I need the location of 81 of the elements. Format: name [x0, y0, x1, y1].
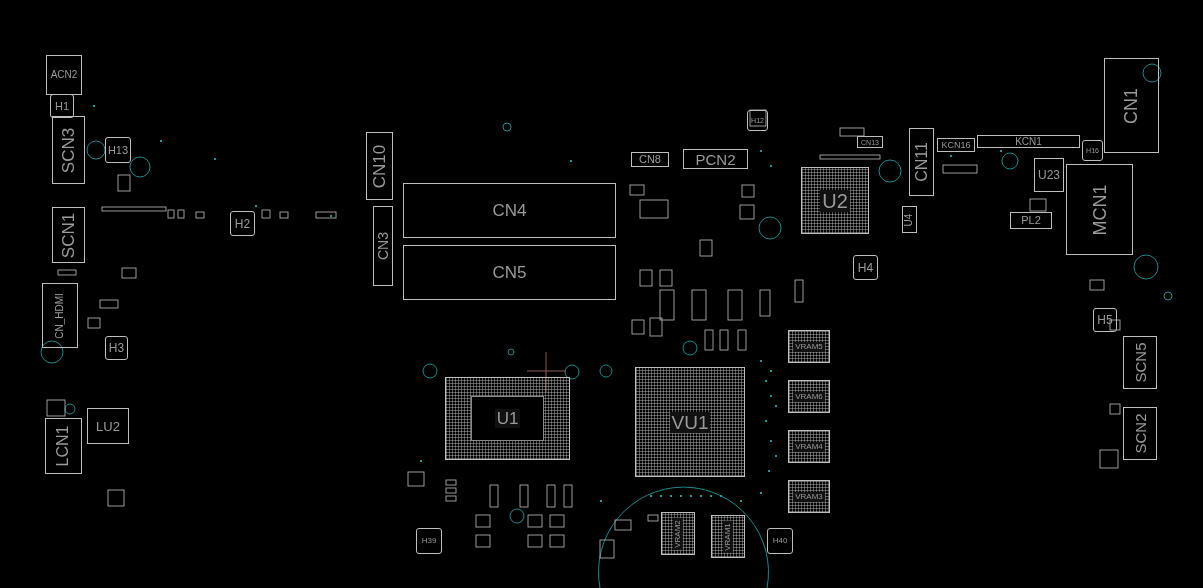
connector-footprint: [857, 136, 883, 148]
bga-chip-footprint: [711, 515, 745, 558]
component-designator: PL2: [1021, 215, 1041, 226]
mounting-hole-footprint: [50, 94, 74, 118]
connector-footprint: [366, 132, 393, 200]
inductor-footprint: [1010, 212, 1052, 229]
connector-footprint: [45, 418, 82, 474]
connector-footprint: [46, 55, 82, 95]
component-designator: SCN1: [60, 212, 77, 258]
connector-footprint: [52, 116, 85, 184]
component-designator: LCN1: [55, 425, 72, 467]
component-designator: U1: [494, 409, 521, 428]
connector-footprint: [1123, 336, 1157, 389]
component-designator: H40: [772, 537, 788, 545]
component-designator: VRAM1: [723, 520, 733, 553]
component-designator: CN_HDMI: [55, 292, 65, 339]
bga-chip-footprint: [788, 430, 830, 463]
component-designator: CN10: [371, 144, 388, 188]
component-designator: CN5: [492, 264, 527, 281]
component-designator: MCN1: [1090, 184, 1109, 235]
bga-chip-footprint: [635, 367, 745, 477]
component-designator: U2: [820, 189, 850, 212]
mounting-hole-footprint: [767, 528, 793, 554]
chip-footprint: [87, 408, 129, 444]
component-designator: H13: [107, 144, 129, 156]
connector-footprint: [937, 138, 975, 152]
component-designator: VU1: [669, 411, 711, 433]
component-designator: H2: [234, 217, 251, 230]
component-designator: CN1: [1122, 87, 1141, 124]
component-designator: SCN3: [60, 127, 77, 173]
connector-footprint: [977, 135, 1080, 148]
connector-footprint: [631, 152, 669, 167]
component-designator: U4: [904, 213, 915, 226]
component-designator: VRAM6: [793, 391, 825, 402]
mounting-hole-footprint: [105, 336, 128, 360]
component-designator: CN11: [913, 142, 930, 182]
bga-chip-footprint: [445, 377, 570, 460]
component-designator: H3: [108, 342, 125, 354]
component-designator: H1: [54, 100, 70, 112]
bga-chip-footprint: [788, 480, 830, 513]
connector-footprint: [373, 206, 393, 286]
bga-chip-footprint: [661, 512, 695, 555]
mounting-hole-footprint: [105, 137, 131, 163]
mounting-hole-footprint: [416, 528, 442, 554]
chip-footprint: [1034, 158, 1064, 192]
bga-chip-footprint: [801, 167, 869, 234]
component-designator: H39: [421, 537, 437, 545]
component-designator: U23: [1038, 169, 1060, 181]
connector-footprint: [1104, 58, 1159, 153]
component-designator: KCN16: [941, 140, 971, 150]
component-designator: PCN2: [695, 151, 736, 167]
component-designator: KCN1: [1015, 136, 1042, 147]
component-designator: LU2: [96, 419, 120, 433]
component-designator: VRAM5: [793, 341, 825, 352]
component-designator: CN8: [639, 154, 661, 165]
mounting-hole-footprint: [1082, 140, 1103, 161]
component-designator: ACN2: [50, 70, 78, 80]
mounting-hole-footprint: [747, 110, 768, 131]
connector-footprint: [909, 128, 934, 196]
connector-footprint: [1123, 407, 1157, 460]
component-designator: H4: [857, 261, 874, 274]
connector-footprint: [52, 207, 85, 263]
component-designator: CN4: [492, 202, 527, 219]
memory-slot-footprint: [403, 183, 616, 238]
memory-slot-footprint: [403, 245, 616, 300]
component-designator: SCN5: [1132, 342, 1148, 383]
connector-footprint: [1066, 164, 1133, 255]
chip-footprint: [902, 206, 917, 233]
bga-chip-footprint: [788, 380, 830, 413]
component-designator: H5: [1097, 314, 1113, 326]
component-designator: CN3: [376, 232, 390, 260]
component-designator: VRAM3: [793, 491, 825, 502]
bga-chip-footprint: [788, 330, 830, 363]
mounting-hole-footprint: [230, 211, 255, 236]
component-designator: SCN2: [1132, 413, 1148, 454]
component-designator: VRAM4: [793, 441, 825, 452]
connector-footprint: [683, 149, 748, 169]
component-designator: VRAM2: [673, 517, 683, 550]
mounting-hole-footprint: [853, 255, 878, 280]
mounting-hole-footprint: [1093, 308, 1117, 332]
connector-footprint: [42, 283, 78, 348]
